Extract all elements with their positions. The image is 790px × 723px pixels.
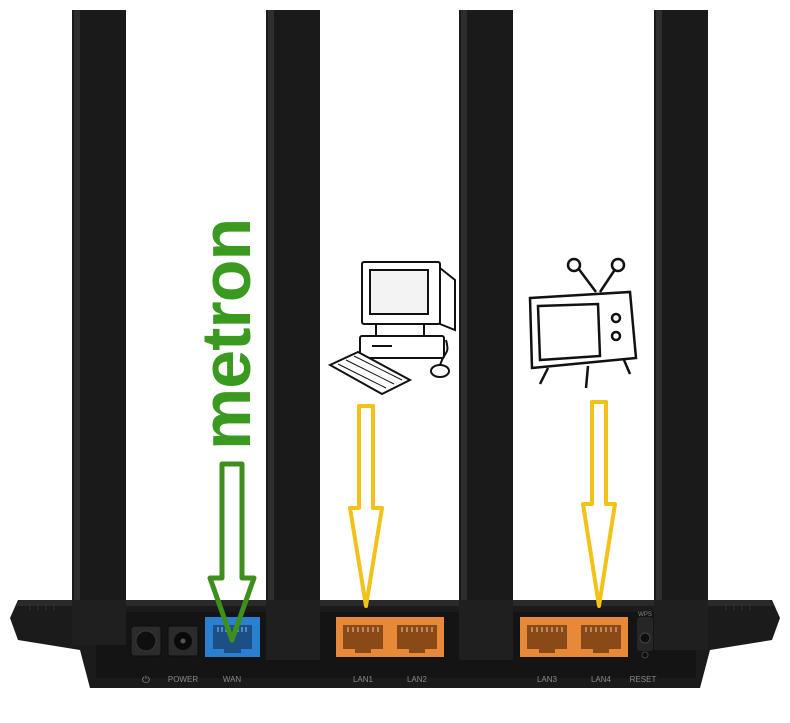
lan4-arrow	[581, 400, 617, 608]
lan1-arrow	[348, 404, 384, 608]
metron-logo: metron	[187, 219, 265, 450]
lan3-port[interactable]	[520, 617, 574, 657]
lan2-port[interactable]	[390, 617, 444, 657]
antenna-2	[266, 10, 320, 660]
lan3-label: LAN3	[537, 675, 558, 684]
power-button[interactable]	[130, 625, 162, 657]
antenna-1	[72, 10, 126, 645]
power-button-label: ⏻	[142, 675, 150, 686]
tv-icon	[528, 257, 638, 389]
lan4-label: LAN4	[591, 675, 612, 684]
reset-button[interactable]	[637, 617, 653, 659]
antennas	[72, 10, 708, 660]
computer-icon	[327, 261, 456, 396]
lan1-label: LAN1	[353, 675, 374, 684]
power-label: POWER	[168, 675, 198, 684]
antenna-4	[654, 10, 708, 650]
reset-label: RESET	[630, 675, 657, 684]
lan4-port[interactable]	[574, 617, 628, 657]
wps-label: WPS	[638, 612, 652, 618]
wan-label: WAN	[223, 675, 242, 684]
lan1-port[interactable]	[336, 617, 390, 657]
metron-logo-text: metron	[187, 219, 265, 450]
wan-port[interactable]	[205, 617, 260, 657]
power-jack	[167, 625, 199, 657]
wan-arrow	[207, 461, 257, 643]
antenna-3	[459, 10, 513, 660]
lan2-label: LAN2	[407, 675, 428, 684]
